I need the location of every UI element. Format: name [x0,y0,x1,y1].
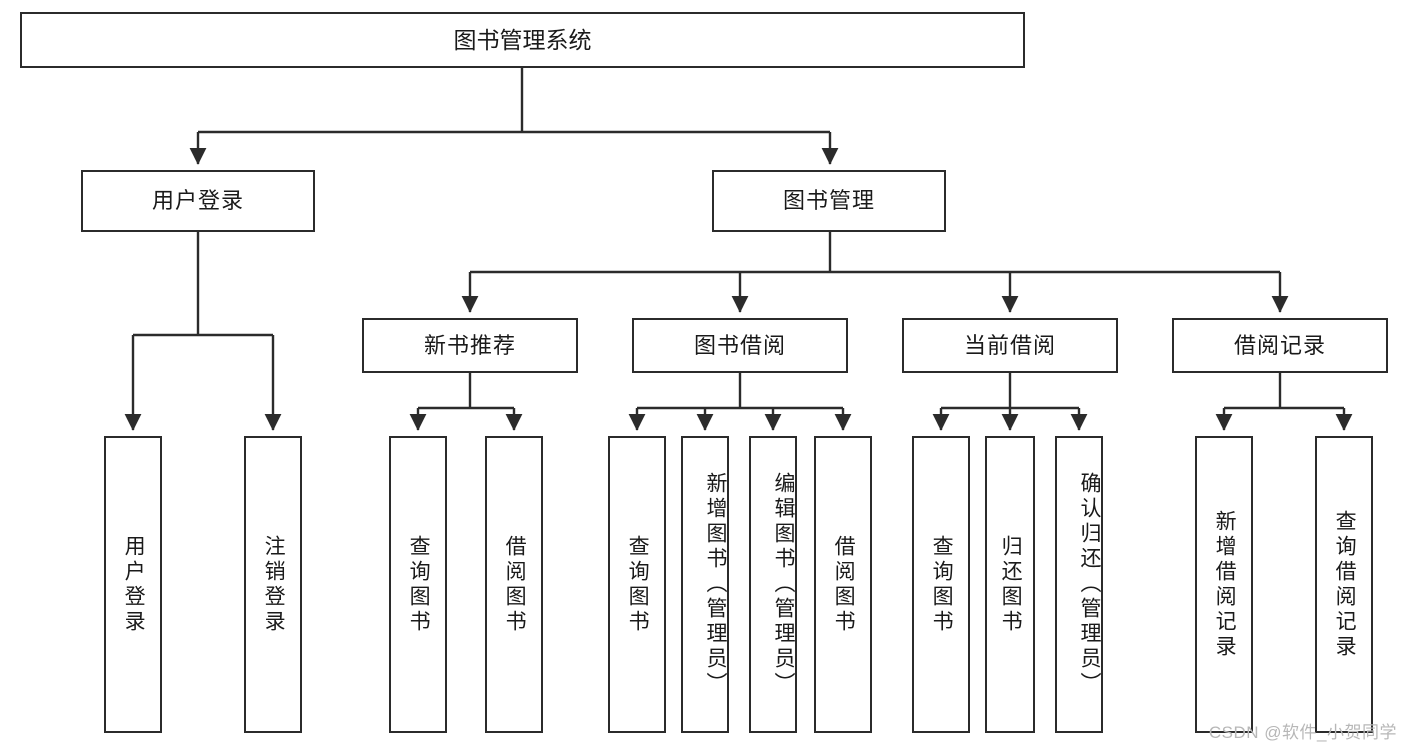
node-book-management[interactable]: 图书管理 [712,170,946,232]
node-label: 新增借阅记录 [1213,509,1237,660]
node-label: 图书管理系统 [453,26,592,53]
leaf-current-confirm-return-admin[interactable]: 确认归还（管理员） [1055,436,1103,733]
node-label: 新增图书（管理员） [704,472,727,697]
node-current-borrow[interactable]: 当前借阅 [902,318,1118,373]
leaf-record-add-record[interactable]: 新增借阅记录 [1195,436,1253,733]
node-label: 编辑图书（管理员） [772,472,795,697]
node-label: 新书推荐 [423,332,516,358]
leaf-borrow-edit-book-admin[interactable]: 编辑图书（管理员） [749,436,797,733]
node-book-borrow[interactable]: 图书借阅 [632,318,848,373]
leaf-borrow-query-book[interactable]: 查询图书 [608,436,666,733]
leaf-borrow-add-book-admin[interactable]: 新增图书（管理员） [681,436,729,733]
node-label: 注销登录 [262,534,286,635]
leaf-user-login-login[interactable]: 用户登录 [104,436,162,733]
node-label: 借阅图书 [503,534,527,635]
node-label: 归还图书 [999,534,1023,635]
node-label: 图书管理 [782,188,875,214]
node-label: 确认归还（管理员） [1078,472,1101,697]
leaf-current-return-book[interactable]: 归还图书 [985,436,1035,733]
node-new-book-recommend[interactable]: 新书推荐 [362,318,578,373]
leaf-current-query-book[interactable]: 查询图书 [912,436,970,733]
node-label: 查询图书 [626,534,650,635]
node-label: 用户登录 [151,188,244,214]
leaf-recommend-query-book[interactable]: 查询图书 [389,436,447,733]
leaf-borrow-borrow-book[interactable]: 借阅图书 [814,436,872,733]
node-user-login[interactable]: 用户登录 [81,170,315,232]
node-borrow-record[interactable]: 借阅记录 [1172,318,1388,373]
node-label: 查询图书 [930,534,954,635]
node-label: 借阅记录 [1233,332,1326,358]
node-label: 图书借阅 [693,332,786,358]
node-root-system[interactable]: 图书管理系统 [20,12,1025,68]
node-label: 当前借阅 [963,332,1056,358]
leaf-user-login-logout[interactable]: 注销登录 [244,436,302,733]
node-label: 查询图书 [407,534,431,635]
node-label: 借阅图书 [832,534,856,635]
node-label: 查询借阅记录 [1333,509,1357,660]
leaf-recommend-borrow-book[interactable]: 借阅图书 [485,436,543,733]
leaf-record-query-record[interactable]: 查询借阅记录 [1315,436,1373,733]
node-label: 用户登录 [122,534,146,635]
